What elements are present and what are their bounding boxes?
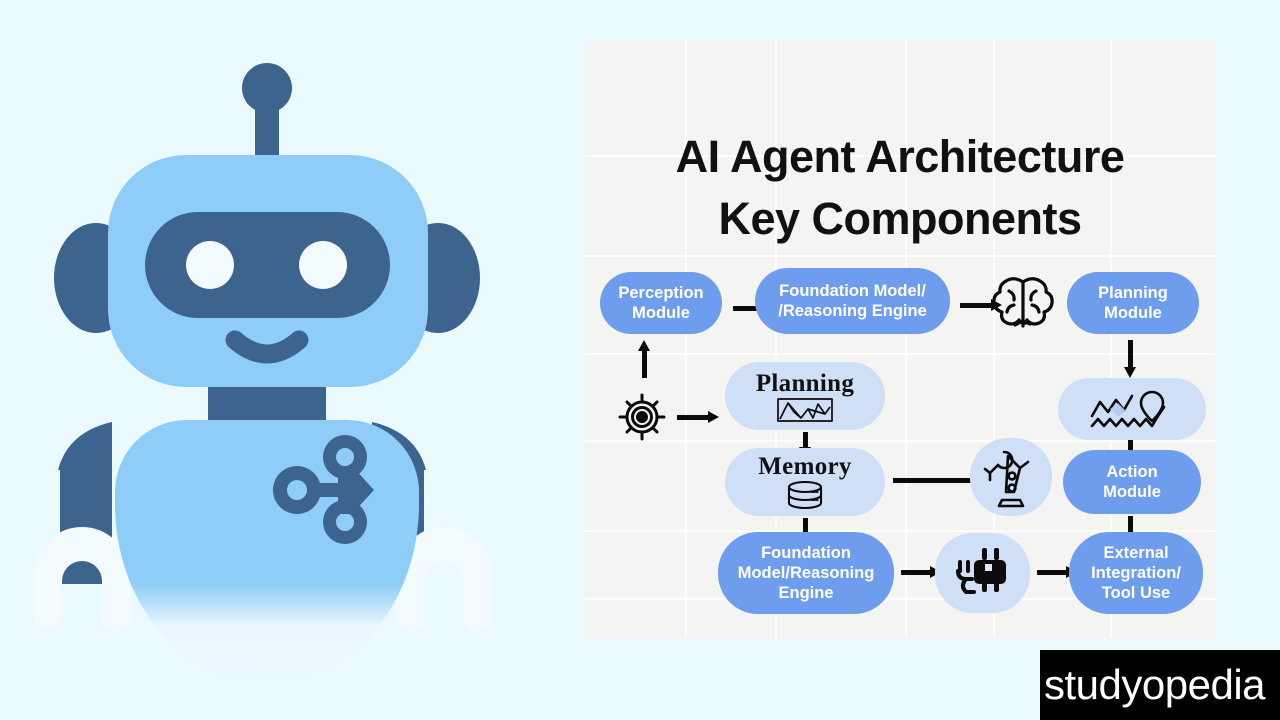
grid-line-vertical xyxy=(685,40,687,638)
diagram-panel: AI Agent Architecture Key Components Per… xyxy=(585,40,1215,638)
node-memory[interactable]: Memory xyxy=(725,448,885,516)
node-perception-module-line-2: Module xyxy=(632,304,690,322)
node-planning[interactable]: Planning xyxy=(725,362,885,430)
grid-line-horizontal xyxy=(585,440,1215,442)
node-external-line-3: Tool Use xyxy=(1101,584,1171,602)
robot-torso xyxy=(115,420,419,684)
page-title-line-2: Key Components xyxy=(718,193,1082,244)
node-planning-label: Planning xyxy=(755,369,855,397)
node-foundation-1-line-1: Foundation Model/ xyxy=(779,282,926,300)
node-foundation-2-line-2: Model/Reasoning xyxy=(737,564,875,582)
robot-svg xyxy=(34,63,492,684)
page-title: AI Agent Architecture Key Components xyxy=(585,126,1215,250)
node-planning-module-line-2: Module xyxy=(1104,304,1162,322)
robot-eye-right xyxy=(299,241,347,289)
grid-line-vertical xyxy=(1110,40,1112,638)
node-external-integration-tool-use[interactable]: External Integration/ Tool Use xyxy=(1069,532,1203,614)
grid-line-horizontal xyxy=(585,598,1215,600)
robot-arm-icon xyxy=(983,450,1030,508)
node-target xyxy=(613,388,671,446)
arrow-target-to-perception xyxy=(638,340,650,378)
node-planning-module[interactable]: Planning Module xyxy=(1067,272,1199,334)
brain-icon xyxy=(992,277,1054,328)
arrow-planning-module-to-chart xyxy=(1124,340,1136,378)
node-foundation-2-line-3: Engine xyxy=(778,584,834,602)
robot-chest-network-icon xyxy=(273,435,374,544)
grid-line-horizontal xyxy=(585,530,1215,532)
node-plug xyxy=(935,533,1030,613)
node-action-module-line-1: Action xyxy=(1106,463,1158,481)
target-icon xyxy=(618,393,666,441)
grid-line-horizontal xyxy=(585,255,1215,257)
node-perception-module-line-1: Perception xyxy=(618,284,704,302)
node-robot-arm xyxy=(970,438,1052,516)
node-foundation-model-reasoning-engine-1[interactable]: Foundation Model/ /Reasoning Engine xyxy=(755,268,950,334)
arrow-foundation-to-brain xyxy=(960,299,1002,311)
robot-illustration xyxy=(0,0,585,700)
robot-eye-left xyxy=(186,241,234,289)
robot-face-panel xyxy=(145,212,390,318)
robot-hand-left xyxy=(34,527,130,631)
watermark: studyopedia xyxy=(1040,650,1280,720)
node-foundation-1-line-2: /Reasoning Engine xyxy=(778,302,927,320)
arrow-target-to-planning xyxy=(677,411,719,423)
grid-line-vertical xyxy=(775,40,777,638)
node-external-line-1: External xyxy=(1103,544,1169,562)
robot-shoulder-left xyxy=(58,422,112,470)
node-action-module[interactable]: Action Module xyxy=(1063,450,1201,514)
node-foundation-model-reasoning-engine-2[interactable]: Foundation Model/Reasoning Engine xyxy=(718,532,894,614)
node-perception-module[interactable]: Perception Module xyxy=(600,272,722,334)
node-foundation-2-line-1: Foundation xyxy=(761,544,851,562)
squiggle-chart-icon xyxy=(1090,390,1166,428)
grid-line-horizontal xyxy=(585,155,1215,157)
node-brain xyxy=(985,270,1061,336)
database-icon xyxy=(787,480,823,509)
grid-line-vertical xyxy=(905,40,907,638)
node-planning-module-line-1: Planning xyxy=(1098,284,1168,302)
chart-scribble-icon xyxy=(777,397,833,422)
node-chart-squiggle xyxy=(1058,378,1206,440)
grid-line-horizontal xyxy=(585,353,1215,355)
page-title-line-1: AI Agent Architecture xyxy=(675,131,1125,182)
node-action-module-line-2: Module xyxy=(1103,483,1161,501)
node-external-line-2: Integration/ xyxy=(1091,564,1181,582)
robot-smile xyxy=(225,330,309,364)
grid-line-vertical xyxy=(993,40,995,638)
robot-hand-right xyxy=(396,527,492,631)
watermark-text: studyopedia xyxy=(1044,661,1266,708)
plug-icon xyxy=(955,548,1006,594)
robot-antenna-bulb xyxy=(242,63,292,113)
node-memory-label: Memory xyxy=(758,452,852,480)
